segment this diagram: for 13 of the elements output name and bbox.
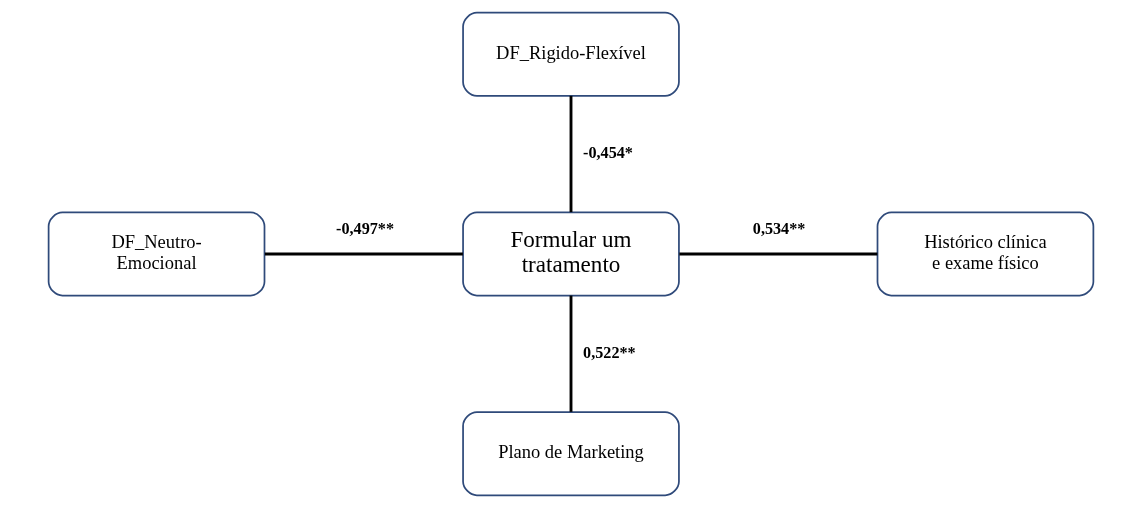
edge-label: 0,522** [583, 343, 636, 361]
connector [264, 252, 463, 256]
edge-label: -0,454* [583, 143, 633, 161]
node-box: Histórico clínica e exame físico [876, 211, 1095, 297]
node-box: Formular um tratamento [462, 211, 680, 297]
edge-label: -0,497** [336, 220, 394, 238]
node-box: DF_Neutro- Emocional [47, 211, 266, 297]
connector [569, 295, 573, 412]
node-box: Plano de Marketing [462, 411, 680, 497]
connector [569, 95, 573, 213]
node-box: DF_Rigido-Flexível [462, 11, 680, 97]
edge-label: 0,534** [752, 220, 806, 238]
connector [679, 252, 878, 256]
